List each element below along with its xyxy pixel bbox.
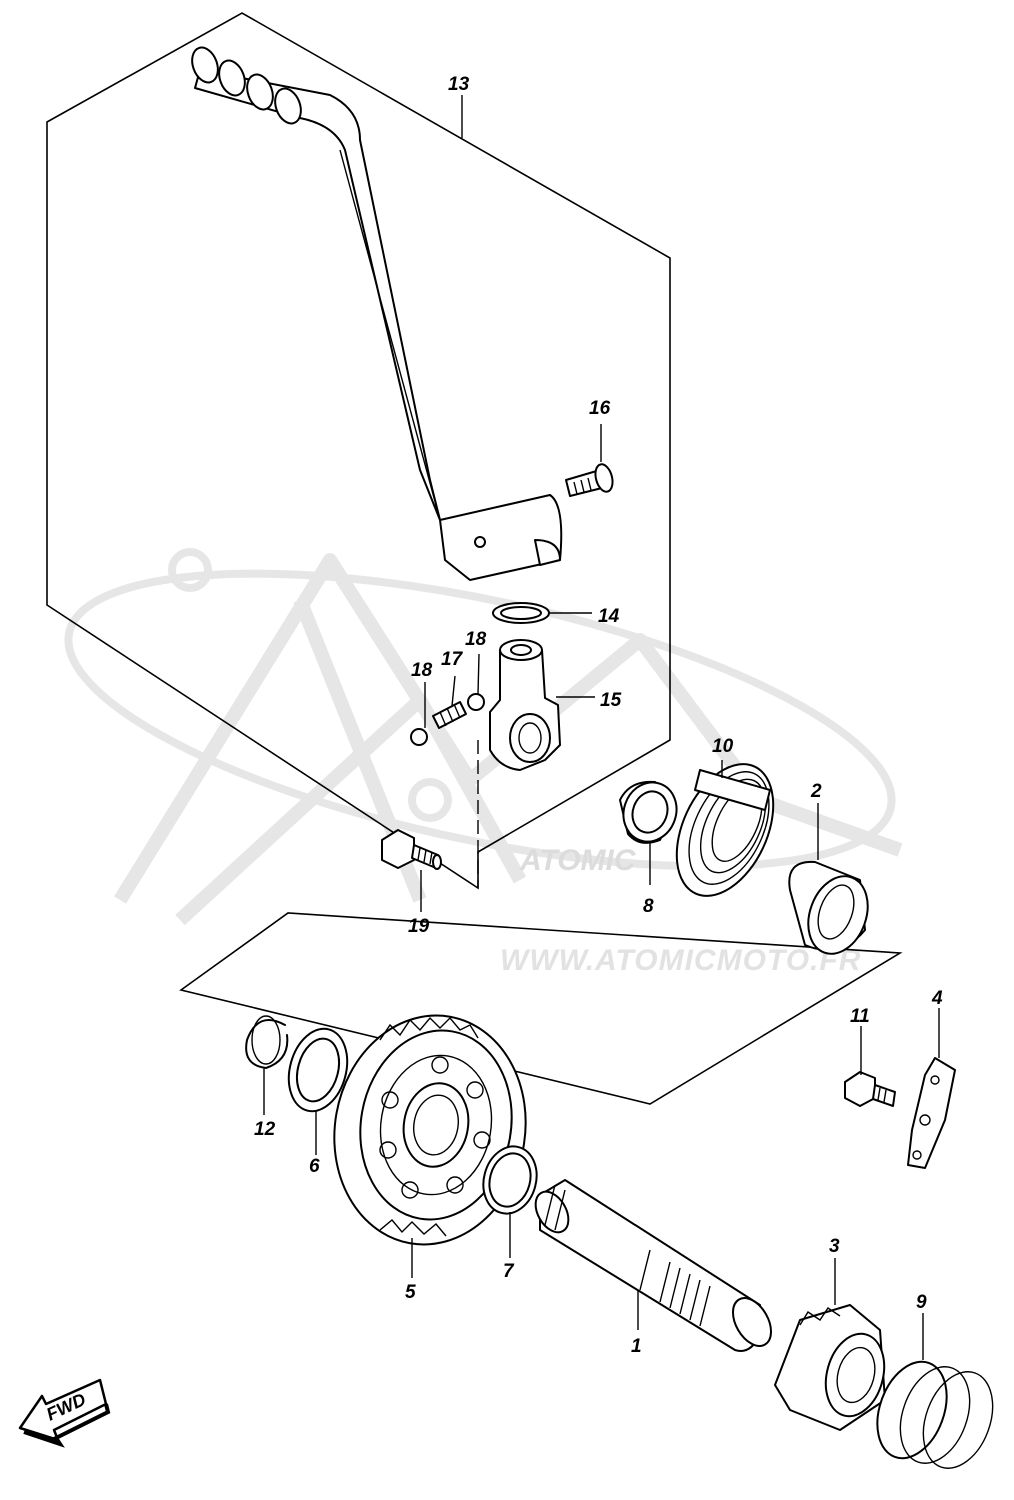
- callout-5: 5: [405, 1282, 416, 1303]
- ball-18-right: [467, 693, 485, 711]
- callout-10: 10: [712, 736, 734, 757]
- washer-6: [287, 1027, 349, 1113]
- washer-14: [492, 602, 550, 624]
- callout-6: 6: [309, 1156, 320, 1177]
- spring-guide-2: [788, 860, 869, 955]
- washer-7: [482, 1145, 538, 1215]
- callout-18-left: 18: [411, 660, 433, 681]
- callout-1: 1: [631, 1336, 642, 1357]
- callout-16: 16: [589, 398, 611, 419]
- fwd-arrow-icon: FWD: [18, 1378, 111, 1448]
- callout-13: 13: [448, 74, 470, 95]
- callout-15: 15: [600, 690, 622, 711]
- leader-lines: [263, 95, 940, 1360]
- watermark-logo-text: ATOMIC: [519, 844, 637, 877]
- callout-labels: 13 16 14 15 18 17 18 19 8 10 2 12 6 5 7 …: [254, 74, 943, 1357]
- callout-3: 3: [829, 1236, 840, 1257]
- watermark-url-text: WWW.ATOMICMOTO.FR: [500, 944, 861, 977]
- callout-4: 4: [931, 988, 943, 1009]
- kick-starter-lever: [191, 46, 563, 581]
- kick-starter-shaft-1: [534, 1179, 772, 1352]
- kick-starter-boss: [489, 639, 561, 771]
- callout-14: 14: [598, 606, 620, 627]
- kick-drive-gear-5: [333, 1014, 527, 1246]
- watermark: ATOMIC WWW.ATOMICMOTO.FR: [64, 548, 903, 977]
- ratchet-spring-9: [876, 1360, 994, 1469]
- callout-18-right: 18: [465, 629, 487, 650]
- callout-19: 19: [408, 916, 430, 937]
- flange-bolt-19: [381, 829, 442, 870]
- collar-8: [619, 780, 678, 844]
- callout-9: 9: [916, 1292, 927, 1313]
- ratchet-3: [774, 1304, 886, 1431]
- spring-17: [432, 701, 467, 729]
- callout-12: 12: [254, 1119, 276, 1140]
- callout-11: 11: [850, 1006, 870, 1027]
- lever-bolt: [565, 463, 614, 497]
- callout-2: 2: [810, 781, 822, 802]
- callout-7: 7: [503, 1261, 515, 1282]
- kick-spring-10: [675, 763, 775, 897]
- ball-18-left: [410, 728, 428, 746]
- kick-lever-group-box: [46, 12, 671, 890]
- circlip-12: [245, 1015, 289, 1069]
- callout-17: 17: [441, 649, 464, 670]
- bolt-11: [844, 1071, 896, 1107]
- plate-4: [907, 1057, 956, 1169]
- callout-8: 8: [643, 896, 654, 917]
